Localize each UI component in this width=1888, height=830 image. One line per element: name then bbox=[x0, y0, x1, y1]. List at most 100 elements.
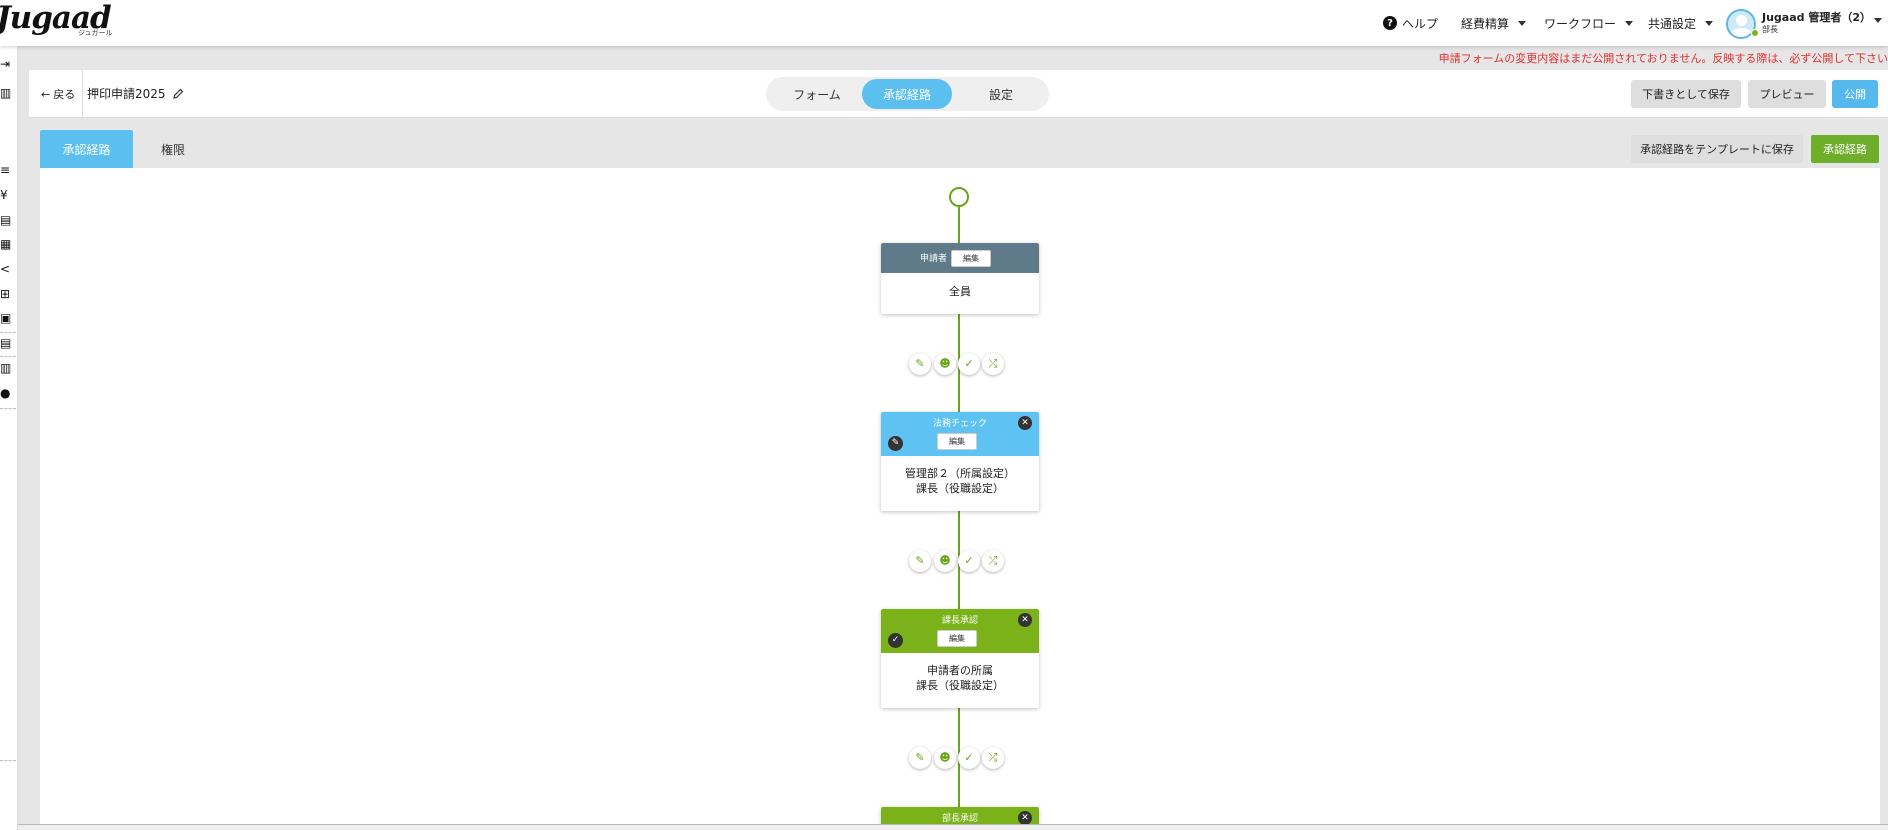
node-body-line: 全員 bbox=[949, 285, 971, 298]
approval-route-button[interactable]: 承認経路 bbox=[1811, 135, 1879, 163]
support-icon[interactable]: ● bbox=[0, 387, 11, 399]
step-actions: ✎ ☻ ✓ ⤮ bbox=[909, 550, 1009, 572]
arrow-left-icon: ← bbox=[41, 87, 51, 101]
user-menu-chevron-icon[interactable] bbox=[1874, 18, 1882, 23]
unpublished-notice: 申請フォームの変更内容はまだ公開されておりません。反映する際は、必ず公開して下さ… bbox=[1438, 52, 1888, 65]
menu-common-settings-label: 共通設定 bbox=[1648, 16, 1697, 31]
node-header: 法務チェック 編集 ✕ ✎ bbox=[881, 412, 1039, 456]
help-link[interactable]: ? ヘルプ bbox=[1383, 0, 1438, 46]
add-user-icon[interactable]: ☻ bbox=[934, 550, 956, 572]
preview-button[interactable]: プレビュー bbox=[1748, 80, 1826, 108]
node-title: 課長承認 bbox=[941, 616, 978, 626]
back-label: 戻る bbox=[53, 88, 76, 101]
node-body-line: 課長（役職設定） bbox=[916, 679, 1004, 692]
pencil-icon: ✎ bbox=[888, 436, 903, 451]
flow-connector bbox=[958, 207, 960, 243]
check-icon: ✓ bbox=[888, 633, 903, 648]
node-body-line: 課長（役職設定） bbox=[916, 482, 1004, 495]
rail-divider bbox=[0, 356, 16, 357]
header-divider bbox=[82, 70, 83, 118]
save-template-button[interactable]: 承認経路をテンプレートに保存 bbox=[1631, 135, 1803, 163]
menu-expense[interactable]: 経費精算 bbox=[1461, 0, 1527, 46]
pencil-icon[interactable]: ✎ bbox=[909, 353, 931, 375]
close-icon[interactable]: ✕ bbox=[1018, 811, 1032, 825]
top-bar: Jugaad ジュガール ? ヘルプ 経費精算 ワークフロー 共通設定 Jugaa… bbox=[0, 0, 1888, 46]
check-icon[interactable]: ✓ bbox=[958, 353, 980, 375]
rail-divider bbox=[0, 408, 16, 409]
pencil-icon[interactable] bbox=[172, 88, 184, 100]
shuffle-icon[interactable]: ⤮ bbox=[982, 747, 1004, 769]
left-icon-rail: ⇥ ▥ ≡ ¥ ▤ ▦ < ⊞ ▣ ▤ ▥ ● bbox=[0, 46, 18, 830]
user-name[interactable]: Jugaad 管理者（2） bbox=[1762, 11, 1872, 24]
menu-common-settings[interactable]: 共通設定 bbox=[1648, 0, 1714, 46]
logout-icon[interactable]: ⇥ bbox=[0, 58, 11, 70]
node-body-line: 管理部２（所属設定） bbox=[905, 467, 1015, 480]
node-title: 法務チェック bbox=[932, 419, 987, 429]
help-label: ヘルプ bbox=[1402, 16, 1439, 31]
shuffle-icon[interactable]: ⤮ bbox=[982, 353, 1004, 375]
rail-divider bbox=[0, 760, 16, 761]
step-actions: ✎ ☻ ✓ ⤮ bbox=[909, 353, 1009, 375]
tab-settings[interactable]: 設定 bbox=[988, 87, 1013, 102]
yen-icon[interactable]: ¥ bbox=[0, 189, 8, 201]
menu-workflow-label: ワークフロー bbox=[1544, 16, 1617, 31]
form-title-text: 押印申請2025 bbox=[87, 87, 166, 101]
rail-divider bbox=[0, 332, 16, 333]
table-icon[interactable]: ⊞ bbox=[0, 288, 11, 300]
save-draft-button[interactable]: 下書きとして保存 bbox=[1631, 80, 1741, 108]
share-icon[interactable]: < bbox=[0, 263, 11, 275]
edit-button[interactable]: 編集 bbox=[937, 630, 977, 647]
close-icon[interactable]: ✕ bbox=[1018, 613, 1032, 627]
edit-button[interactable]: 編集 bbox=[937, 433, 977, 450]
add-user-icon[interactable]: ☻ bbox=[934, 747, 956, 769]
tab-permissions[interactable]: 権限 bbox=[160, 142, 185, 157]
chevron-down-icon bbox=[1625, 20, 1634, 26]
menu-workflow[interactable]: ワークフロー bbox=[1544, 0, 1634, 46]
close-icon[interactable]: ✕ bbox=[1018, 416, 1032, 430]
tab-form[interactable]: フォーム bbox=[793, 87, 841, 102]
app-logo[interactable]: Jugaad bbox=[0, 0, 112, 36]
add-user-icon[interactable]: ☻ bbox=[934, 353, 956, 375]
flow-node-legal-check[interactable]: 法務チェック 編集 ✕ ✎ 管理部２（所属設定） 課長（役職設定） bbox=[881, 412, 1039, 511]
form-icon[interactable]: ▦ bbox=[0, 238, 12, 250]
form-title[interactable]: 押印申請2025 bbox=[87, 85, 184, 102]
chevron-down-icon bbox=[1518, 20, 1527, 26]
app-logo-sub: ジュガール bbox=[78, 29, 113, 37]
tab-approval-route-sub[interactable]: 承認経路 bbox=[40, 130, 133, 168]
tab-approval-route[interactable]: 承認経路 bbox=[862, 79, 952, 109]
pencil-icon[interactable]: ✎ bbox=[909, 550, 931, 572]
publish-button[interactable]: 公開 bbox=[1832, 80, 1878, 108]
check-icon[interactable]: ✓ bbox=[958, 550, 980, 572]
help-icon: ? bbox=[1383, 16, 1397, 30]
edit-button[interactable]: 編集 bbox=[951, 250, 991, 267]
node-body-line: 申請者の所属 bbox=[927, 664, 993, 677]
building-icon[interactable]: ▥ bbox=[0, 87, 12, 99]
menu-expense-label: 経費精算 bbox=[1461, 16, 1510, 31]
flow-canvas: 申請者 編集 全員 ✎ ☻ ✓ ⤮ 法務チェック 編集 ✕ ✎ 管理部２（所属設… bbox=[40, 168, 1880, 830]
flow-node-section-chief[interactable]: 課長承認 編集 ✕ ✓ 申請者の所属 課長（役職設定） bbox=[881, 609, 1039, 708]
ledger-icon[interactable]: ▥ bbox=[0, 362, 12, 374]
step-actions: ✎ ☻ ✓ ⤮ bbox=[909, 747, 1009, 769]
online-status-dot bbox=[1751, 29, 1759, 37]
node-header: 申請者 編集 bbox=[881, 243, 1039, 273]
list-icon[interactable]: ▤ bbox=[0, 337, 12, 349]
flow-connector bbox=[958, 314, 960, 440]
chevron-down-icon bbox=[1705, 20, 1714, 26]
back-button[interactable]: ← 戻る bbox=[41, 86, 75, 102]
node-body: 管理部２（所属設定） 課長（役職設定） bbox=[881, 456, 1039, 496]
document-icon[interactable]: ▤ bbox=[0, 214, 12, 226]
window-bottom-edge bbox=[0, 824, 1888, 830]
node-title: 申請者 bbox=[920, 254, 948, 264]
pencil-icon[interactable]: ✎ bbox=[909, 747, 931, 769]
menu-icon[interactable]: ≡ bbox=[0, 164, 11, 176]
node-body: 申請者の所属 課長（役職設定） bbox=[881, 653, 1039, 693]
flow-node-applicant[interactable]: 申請者 編集 全員 bbox=[881, 243, 1039, 314]
node-header: 課長承認 編集 ✕ ✓ bbox=[881, 609, 1039, 653]
check-icon[interactable]: ✓ bbox=[958, 747, 980, 769]
node-title: 部長承認 bbox=[941, 814, 978, 824]
editor-header: ← 戻る 押印申請2025 フォーム 承認経路 設定 下書きとして保存 プレビュ… bbox=[29, 70, 1888, 118]
avatar[interactable] bbox=[1726, 9, 1756, 39]
lock-icon[interactable]: ▣ bbox=[0, 312, 12, 324]
node-body: 全員 bbox=[881, 273, 1039, 299]
shuffle-icon[interactable]: ⤮ bbox=[982, 550, 1004, 572]
